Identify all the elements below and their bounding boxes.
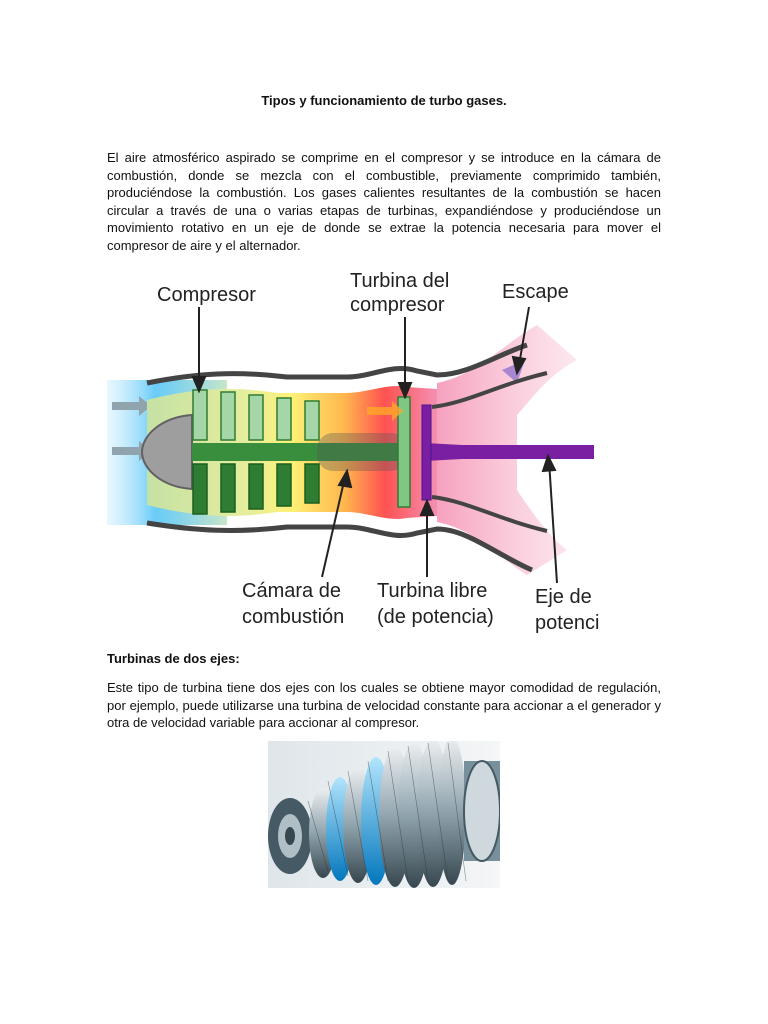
power-shaft: [425, 443, 594, 461]
label-camara-line2: combustión: [242, 606, 344, 628]
combustor-liner: [317, 433, 407, 471]
rotor-shaft-end: [464, 761, 500, 861]
label-eje-line2: potenci: [535, 612, 600, 634]
intro-paragraph: El aire atmosférico aspirado se comprime…: [107, 149, 661, 254]
label-turbina-libre-line2: (de potencia): [377, 606, 494, 628]
document-title: Tipos y funcionamiento de turbo gases.: [0, 93, 768, 108]
label-turbina-libre-line1: Turbina libre: [377, 580, 487, 602]
label-escape: Escape: [502, 281, 569, 303]
section-heading: Turbinas de dos ejes:: [107, 651, 240, 666]
label-eje-line1: Eje de: [535, 586, 592, 608]
free-turbine: [422, 405, 431, 500]
label-camara-line1: Cámara de: [242, 580, 341, 602]
turbine-diagram: Compresor Turbina del compresor Escape C…: [107, 265, 610, 638]
eje-leader: [549, 461, 557, 583]
label-turbina-compresor-line2: compresor: [350, 294, 445, 316]
rotor-end-hub: [268, 798, 312, 874]
label-turbina-compresor-line1: Turbina del: [350, 270, 449, 292]
label-compresor: Compresor: [157, 284, 256, 306]
section-paragraph: Este tipo de turbina tiene dos ejes con …: [107, 679, 661, 732]
turbine-rotor-photo: [268, 741, 500, 888]
